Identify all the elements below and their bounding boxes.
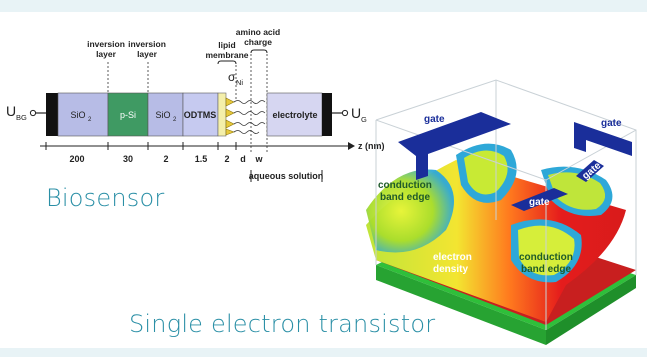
gate-left-shape — [398, 112, 511, 180]
thickness-200: 200 — [69, 154, 84, 164]
layer-sub-sio2-2: 2 — [173, 117, 177, 123]
thickness-2a: 2 — [163, 154, 168, 164]
axis-label: z (nm) — [358, 141, 385, 151]
lipid-membrane-label-line2: membrane — [206, 50, 249, 60]
layer-electrolyte — [266, 92, 323, 137]
thickness-2b: 2 — [224, 154, 229, 164]
label-gate-left: gate — [424, 114, 445, 125]
label-density-line1: electron — [433, 252, 472, 263]
label-cbe-left-line2: band edge — [380, 192, 430, 203]
label-gate-center: gate — [529, 197, 550, 208]
biosensor-layer-diagram: inversion layer inversion layer lipid me… — [6, 27, 385, 182]
caption-biosensor: Biosensor — [46, 184, 165, 212]
layer-label-sio2-2: SiO — [155, 110, 170, 120]
terminal-right-label: U — [351, 105, 361, 121]
layer-sio2-2 — [147, 92, 184, 137]
gate-small-shape — [576, 160, 604, 182]
lipid-membrane-label-line1: lipid — [218, 40, 235, 50]
back-contact — [46, 93, 58, 136]
terminal-right-subscript: G — [361, 115, 367, 124]
caption-single-electron-transistor: Single electron transistor — [129, 310, 436, 338]
sigma-subscript: Ni — [236, 78, 243, 87]
layer-odtms — [182, 92, 219, 137]
layer-label-electrolyte: electrolyte — [272, 110, 317, 120]
amino-acid-charge-label-line1: amino acid — [236, 27, 280, 37]
gate-contact — [322, 93, 332, 136]
thickness-w: w — [254, 154, 263, 164]
inversion-layer-label-2-line1: inversion — [128, 39, 166, 49]
layer-sub-sio2-1: 2 — [88, 117, 92, 123]
label-cbe-right-line2: band edge — [521, 264, 571, 275]
gate-center-shape — [511, 188, 568, 211]
inversion-layer-label-1-line1: inversion — [87, 39, 125, 49]
lipid-layer — [217, 92, 227, 137]
terminal-left-subscript: BG — [16, 113, 27, 122]
label-density-line2: density — [433, 264, 468, 275]
label-gate-right: gate — [601, 118, 622, 129]
label-cbe-right-line1: conduction — [519, 252, 573, 263]
layer-label-sio2-1: SiO — [70, 110, 85, 120]
set-potential-diagram: gate gate gate gate conduction band edge… — [366, 79, 637, 345]
amino-acid-charge-label-line2: charge — [244, 37, 272, 47]
thickness-30: 30 — [123, 154, 133, 164]
thickness-d: d — [240, 154, 246, 164]
gate-right-shape — [574, 122, 632, 156]
layer-label-psi: p-Si — [120, 110, 136, 120]
lipid-head-icons — [225, 97, 235, 136]
layer-sio2-1 — [57, 92, 109, 137]
top-band — [0, 0, 647, 12]
inversion-layer-label-2-line2: layer — [137, 49, 158, 59]
sigma-symbol: σ — [228, 70, 236, 84]
label-cbe-left-line1: conduction — [378, 180, 432, 191]
layer-label-odtms: ODTMS — [184, 110, 217, 120]
thickness-1-5: 1.5 — [195, 154, 208, 164]
bottom-band — [0, 348, 647, 357]
terminal-left-label: U — [6, 103, 16, 119]
aqueous-solution-label: aqueous solution — [249, 171, 324, 181]
amino-acid-chains — [233, 100, 266, 134]
inversion-layer-label-1-line2: layer — [96, 49, 117, 59]
